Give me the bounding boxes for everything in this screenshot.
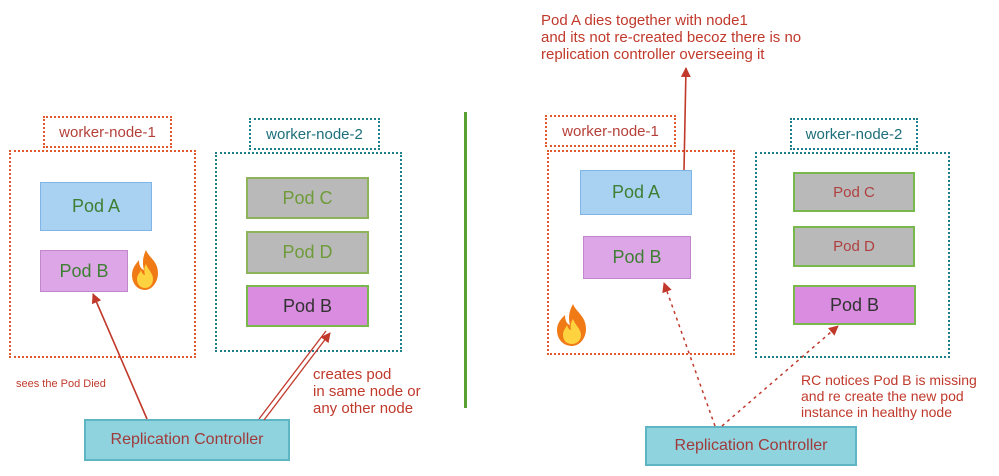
right-arrow-to-new-pod — [721, 325, 839, 427]
left-arrow-to-new-pod-line — [258, 330, 327, 420]
right-node2-box — [755, 152, 950, 358]
right-note-rc: RC notices Pod B is missing and re creat… — [801, 372, 977, 420]
left-pod-c[interactable]: Pod C — [246, 177, 369, 219]
right-pod-c[interactable]: Pod C — [793, 172, 915, 212]
left-node1-box — [9, 150, 196, 358]
right-replication-controller[interactable]: Replication Controller — [645, 426, 857, 466]
left-arrow-to-pod-b — [91, 293, 148, 420]
right-pod-d[interactable]: Pod D — [793, 226, 915, 267]
left-pod-b-new[interactable]: Pod B — [246, 285, 369, 327]
left-node2-label: worker-node-2 — [249, 118, 380, 150]
left-note-creates-line: any other node — [313, 400, 414, 417]
right-node1-box — [547, 150, 735, 355]
right-top-note-line: replication controller overseeing it — [541, 46, 765, 63]
right-pod-b-new[interactable]: Pod B — [793, 285, 916, 325]
left-note-creates-line: creates pod — [313, 366, 392, 383]
right-note-rc-line: and re create the new pod — [801, 388, 964, 404]
left-pod-a[interactable]: Pod A — [40, 182, 152, 231]
right-node2-label: worker-node-2 — [790, 118, 918, 150]
left-node1-label: worker-node-1 — [43, 116, 172, 148]
right-top-note-line: Pod A dies together with node1 — [541, 12, 748, 29]
left-pod-b[interactable]: Pod B — [40, 250, 128, 292]
left-pod-d[interactable]: Pod D — [246, 231, 369, 274]
fire-icon — [132, 250, 158, 290]
left-replication-controller[interactable]: Replication Controller — [84, 419, 290, 461]
right-note-rc-line: RC notices Pod B is missing — [801, 372, 977, 388]
left-note-creates-line: in same node or — [313, 383, 421, 400]
right-arrow-to-pod-b — [662, 282, 716, 427]
right-node1-label: worker-node-1 — [545, 115, 676, 147]
right-arrow-pod-a-up — [680, 67, 691, 171]
fire-icon — [557, 304, 586, 346]
right-note-rc-line: instance in healthy node — [801, 404, 952, 420]
right-pod-a[interactable]: Pod A — [580, 170, 692, 215]
right-top-note: Pod A dies together with node1 and its n… — [541, 12, 801, 63]
left-note-died: sees the Pod Died — [16, 378, 106, 390]
right-top-note-line: and its not re-created becoz there is no — [541, 29, 802, 46]
left-arrow-to-new-pod — [263, 332, 331, 421]
right-pod-b[interactable]: Pod B — [583, 236, 691, 279]
left-node2-box — [215, 152, 402, 352]
left-note-creates: creates pod in same node or any other no… — [313, 366, 421, 417]
divider — [464, 112, 467, 408]
